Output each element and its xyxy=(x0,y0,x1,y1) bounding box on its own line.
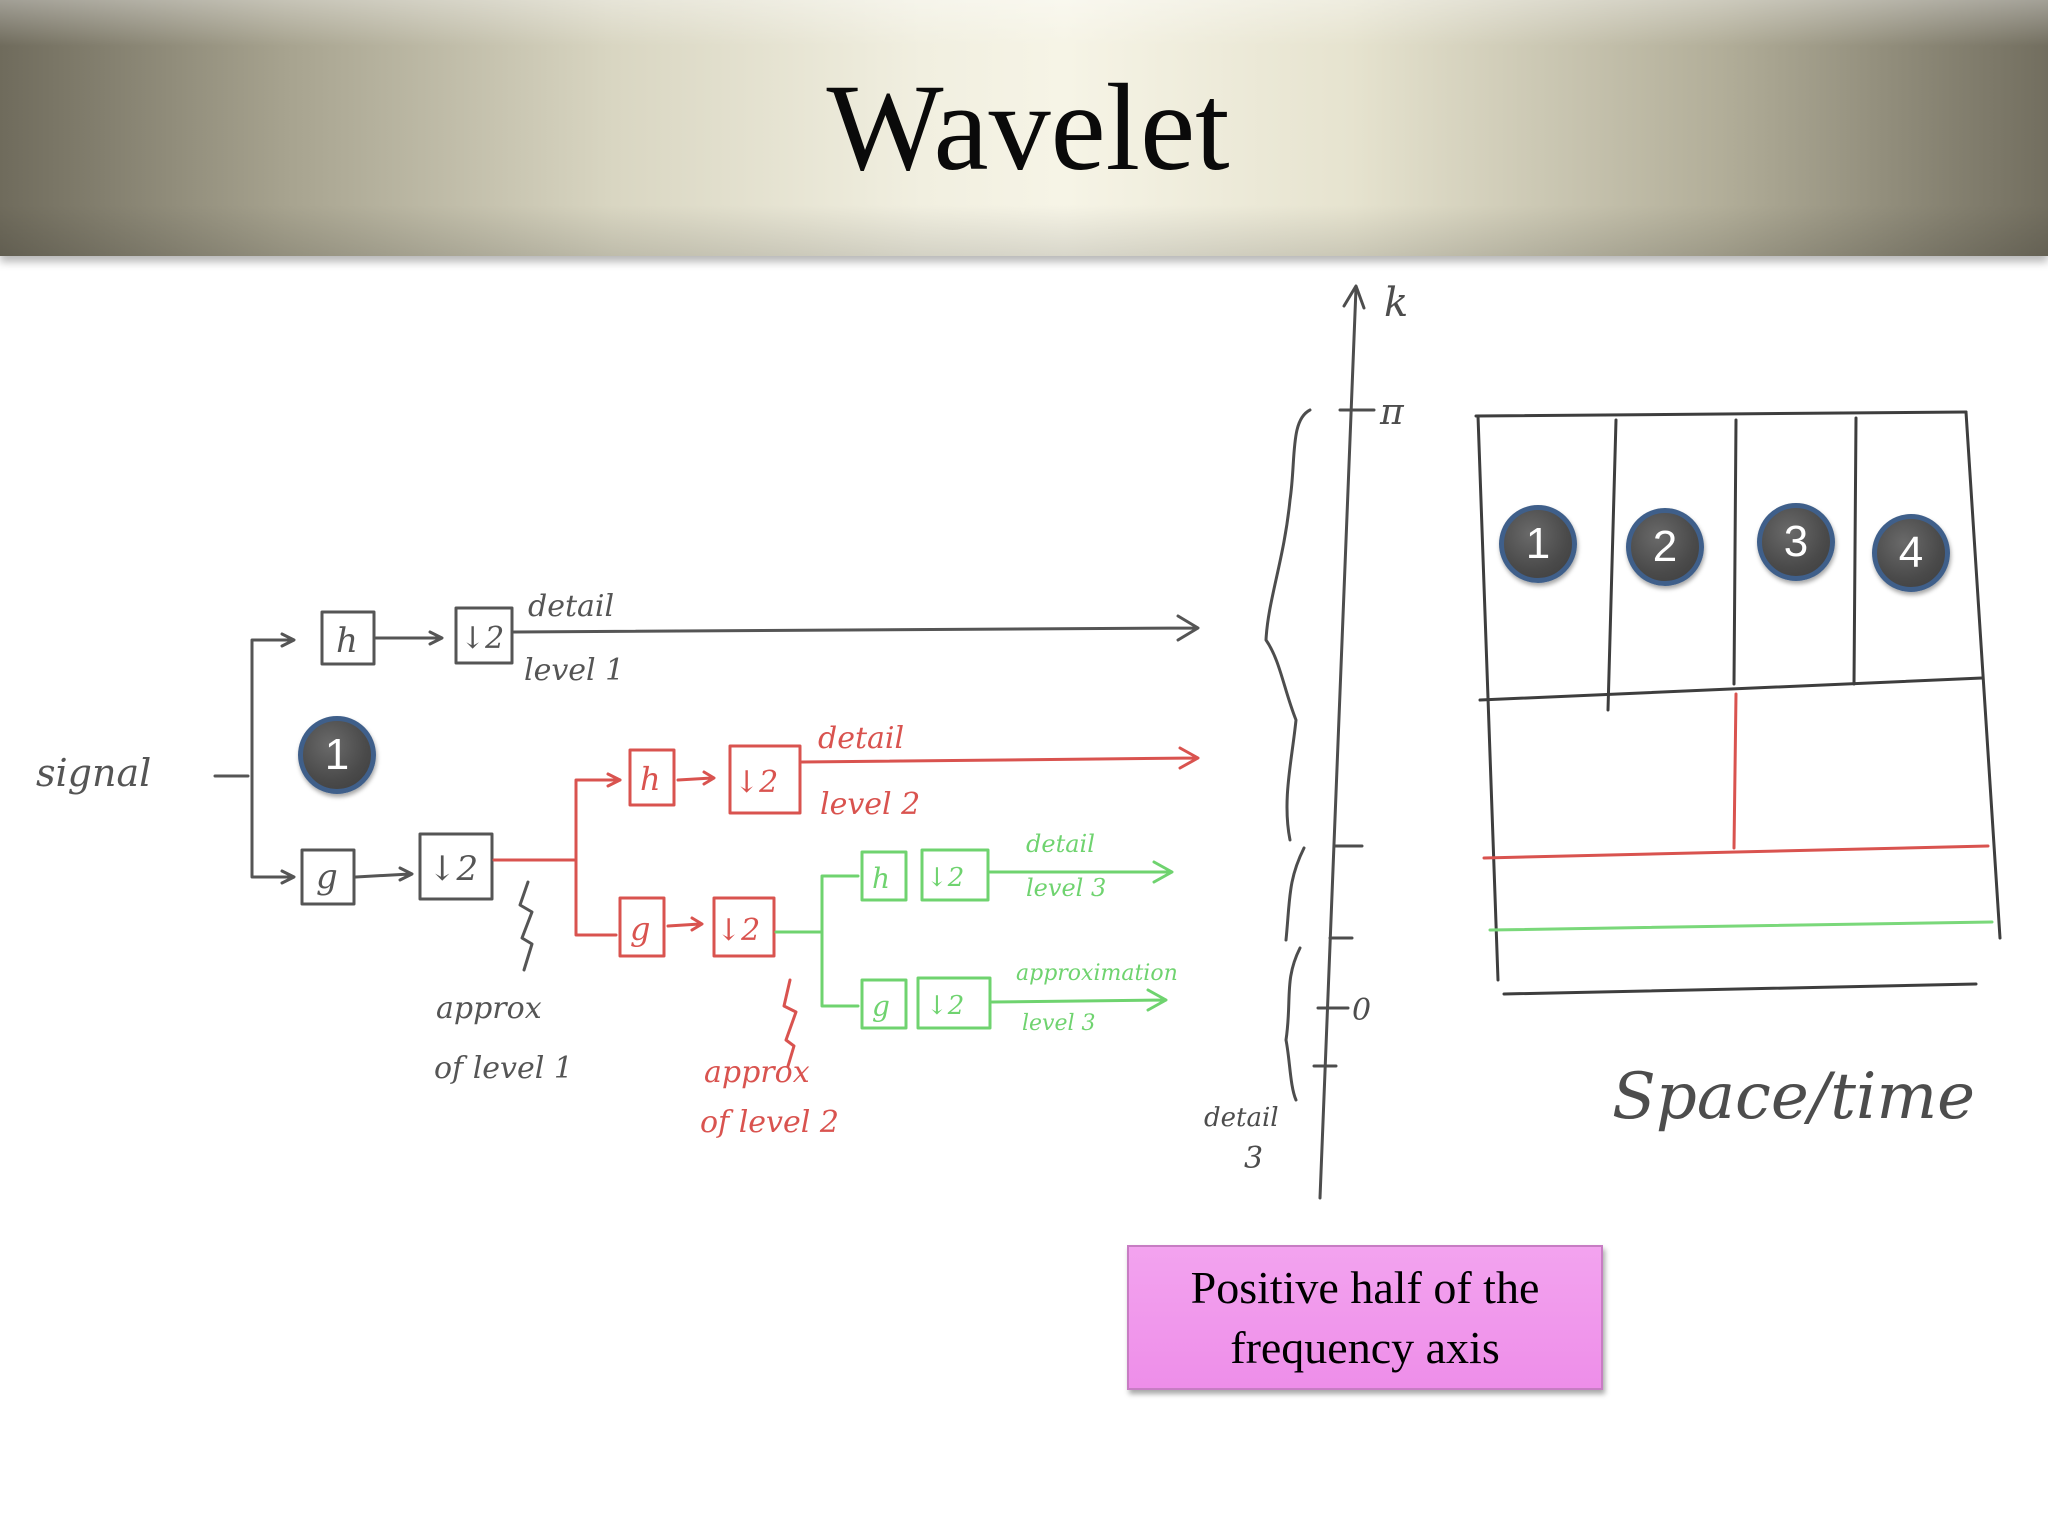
signal-branch xyxy=(213,638,292,879)
grid-col-1 xyxy=(1606,418,1618,712)
frequency-axis xyxy=(1264,284,1376,1200)
box-down-level1-detail xyxy=(454,606,514,665)
label-box-h2: h xyxy=(640,760,661,798)
level3-branch xyxy=(774,874,860,1008)
label-axis-zero: 0 xyxy=(1352,993,1371,1028)
approx-level1-squiggle xyxy=(518,880,534,972)
grid-bottom xyxy=(1502,982,1978,996)
label-approx2-a: approx xyxy=(704,1055,810,1090)
label-box-down1-approx: ↓2 xyxy=(428,849,478,889)
label-approx3-a: approximation xyxy=(1016,961,1178,986)
axis-arrowhead xyxy=(1342,284,1366,310)
brace-mid xyxy=(1284,846,1306,942)
label-box-down2: ↓2 xyxy=(734,765,778,800)
handwritten-labels: signal h ↓2 g ↓2 detail level 1 approx o… xyxy=(36,280,1975,1176)
arrow-g1-down1 xyxy=(354,866,414,882)
box-h-level1 xyxy=(320,610,376,666)
label-axis-k: k xyxy=(1384,280,1408,326)
label-detail2-a: detail xyxy=(818,721,904,756)
label-space-time: Space/time xyxy=(1612,1060,1975,1134)
title-bar xyxy=(0,0,2048,256)
space-time-grid xyxy=(1474,410,2002,996)
arrow-h1-down1 xyxy=(374,630,444,646)
label-box-down3: ↓2 xyxy=(926,863,964,893)
frequency-axis-callout: Positive half of the frequency axis xyxy=(1127,1245,1603,1390)
label-box-down3-approx: ↓2 xyxy=(926,991,964,1021)
label-box-g3: g xyxy=(872,990,890,1023)
step-badge-tile-4: 4 xyxy=(1872,514,1950,592)
filter-bank-level2 xyxy=(492,744,1200,1068)
label-axis-detail3-b: 3 xyxy=(1244,1141,1263,1176)
brace-top xyxy=(1264,408,1312,842)
grid-level2-line xyxy=(1482,844,1990,860)
label-box-down2-approx: ↓2 xyxy=(716,913,760,948)
step-badge-tile-1: 1 xyxy=(1499,505,1577,583)
label-detail1-b: level 1 xyxy=(524,653,624,688)
box-g-level1 xyxy=(300,848,356,906)
grid-left xyxy=(1476,414,1500,982)
step-badge-signal: 1 xyxy=(298,716,376,794)
filter-bank-level1 xyxy=(213,606,1200,972)
label-axis-pi: π xyxy=(1379,392,1405,433)
slide-title: Wavelet xyxy=(826,59,1230,196)
approx-level3-arrow xyxy=(990,988,1168,1012)
axis-line xyxy=(1318,286,1358,1200)
label-detail1-a: detail xyxy=(528,589,614,624)
label-approx1-a: approx xyxy=(436,991,542,1026)
box-g-level3 xyxy=(860,978,908,1030)
box-down-level3-detail xyxy=(920,848,990,902)
arrow-g2-down2 xyxy=(666,916,704,932)
box-h-level2 xyxy=(628,748,676,807)
grid-divider-level1 xyxy=(1478,676,1984,702)
label-signal: signal xyxy=(36,751,151,795)
label-detail3-a: detail xyxy=(1026,830,1095,858)
box-h-level3 xyxy=(860,850,908,902)
grid-top xyxy=(1474,410,1968,418)
grid-level3-line xyxy=(1488,920,1994,932)
grid-right xyxy=(1964,410,2002,940)
box-down-level3-approx xyxy=(916,976,992,1030)
level2-branch xyxy=(492,778,622,937)
label-box-g2: g xyxy=(630,910,650,948)
detail-level3-arrow xyxy=(988,860,1174,884)
label-approx2-b: of level 2 xyxy=(700,1105,839,1140)
box-g-level2 xyxy=(618,896,666,958)
arrow-to-h2 xyxy=(606,772,622,788)
box-down-level1-approx xyxy=(418,832,494,901)
label-approx3-b: level 3 xyxy=(1022,1011,1096,1036)
arrow-to-h1 xyxy=(280,632,296,648)
arrow-h2-down2 xyxy=(676,770,716,786)
label-detail3-b: level 3 xyxy=(1026,874,1106,902)
label-axis-detail3-a: detail xyxy=(1204,1103,1279,1133)
grid-col-3 xyxy=(1852,416,1858,686)
grid-col-2 xyxy=(1732,418,1738,686)
step-badge-tile-2: 2 xyxy=(1626,508,1704,586)
label-box-h1: h xyxy=(336,621,358,661)
filter-bank-level3 xyxy=(774,848,1174,1030)
label-approx1-b: of level 1 xyxy=(434,1051,573,1086)
approx-level2-squiggle xyxy=(782,978,798,1068)
detail-level1-arrow xyxy=(512,614,1200,642)
label-detail2-b: level 2 xyxy=(820,787,920,822)
grid-col-level2 xyxy=(1732,692,1738,850)
label-box-h3: h xyxy=(872,862,890,895)
label-box-down1: ↓2 xyxy=(460,621,504,656)
box-down-level2-approx xyxy=(712,896,776,958)
arrow-to-g1 xyxy=(280,869,296,885)
box-down-level2-detail xyxy=(728,744,802,815)
brace-low xyxy=(1284,946,1302,1102)
step-badge-tile-3: 3 xyxy=(1757,503,1835,581)
label-box-g1: g xyxy=(316,857,338,897)
detail-level2-arrow xyxy=(800,746,1200,770)
